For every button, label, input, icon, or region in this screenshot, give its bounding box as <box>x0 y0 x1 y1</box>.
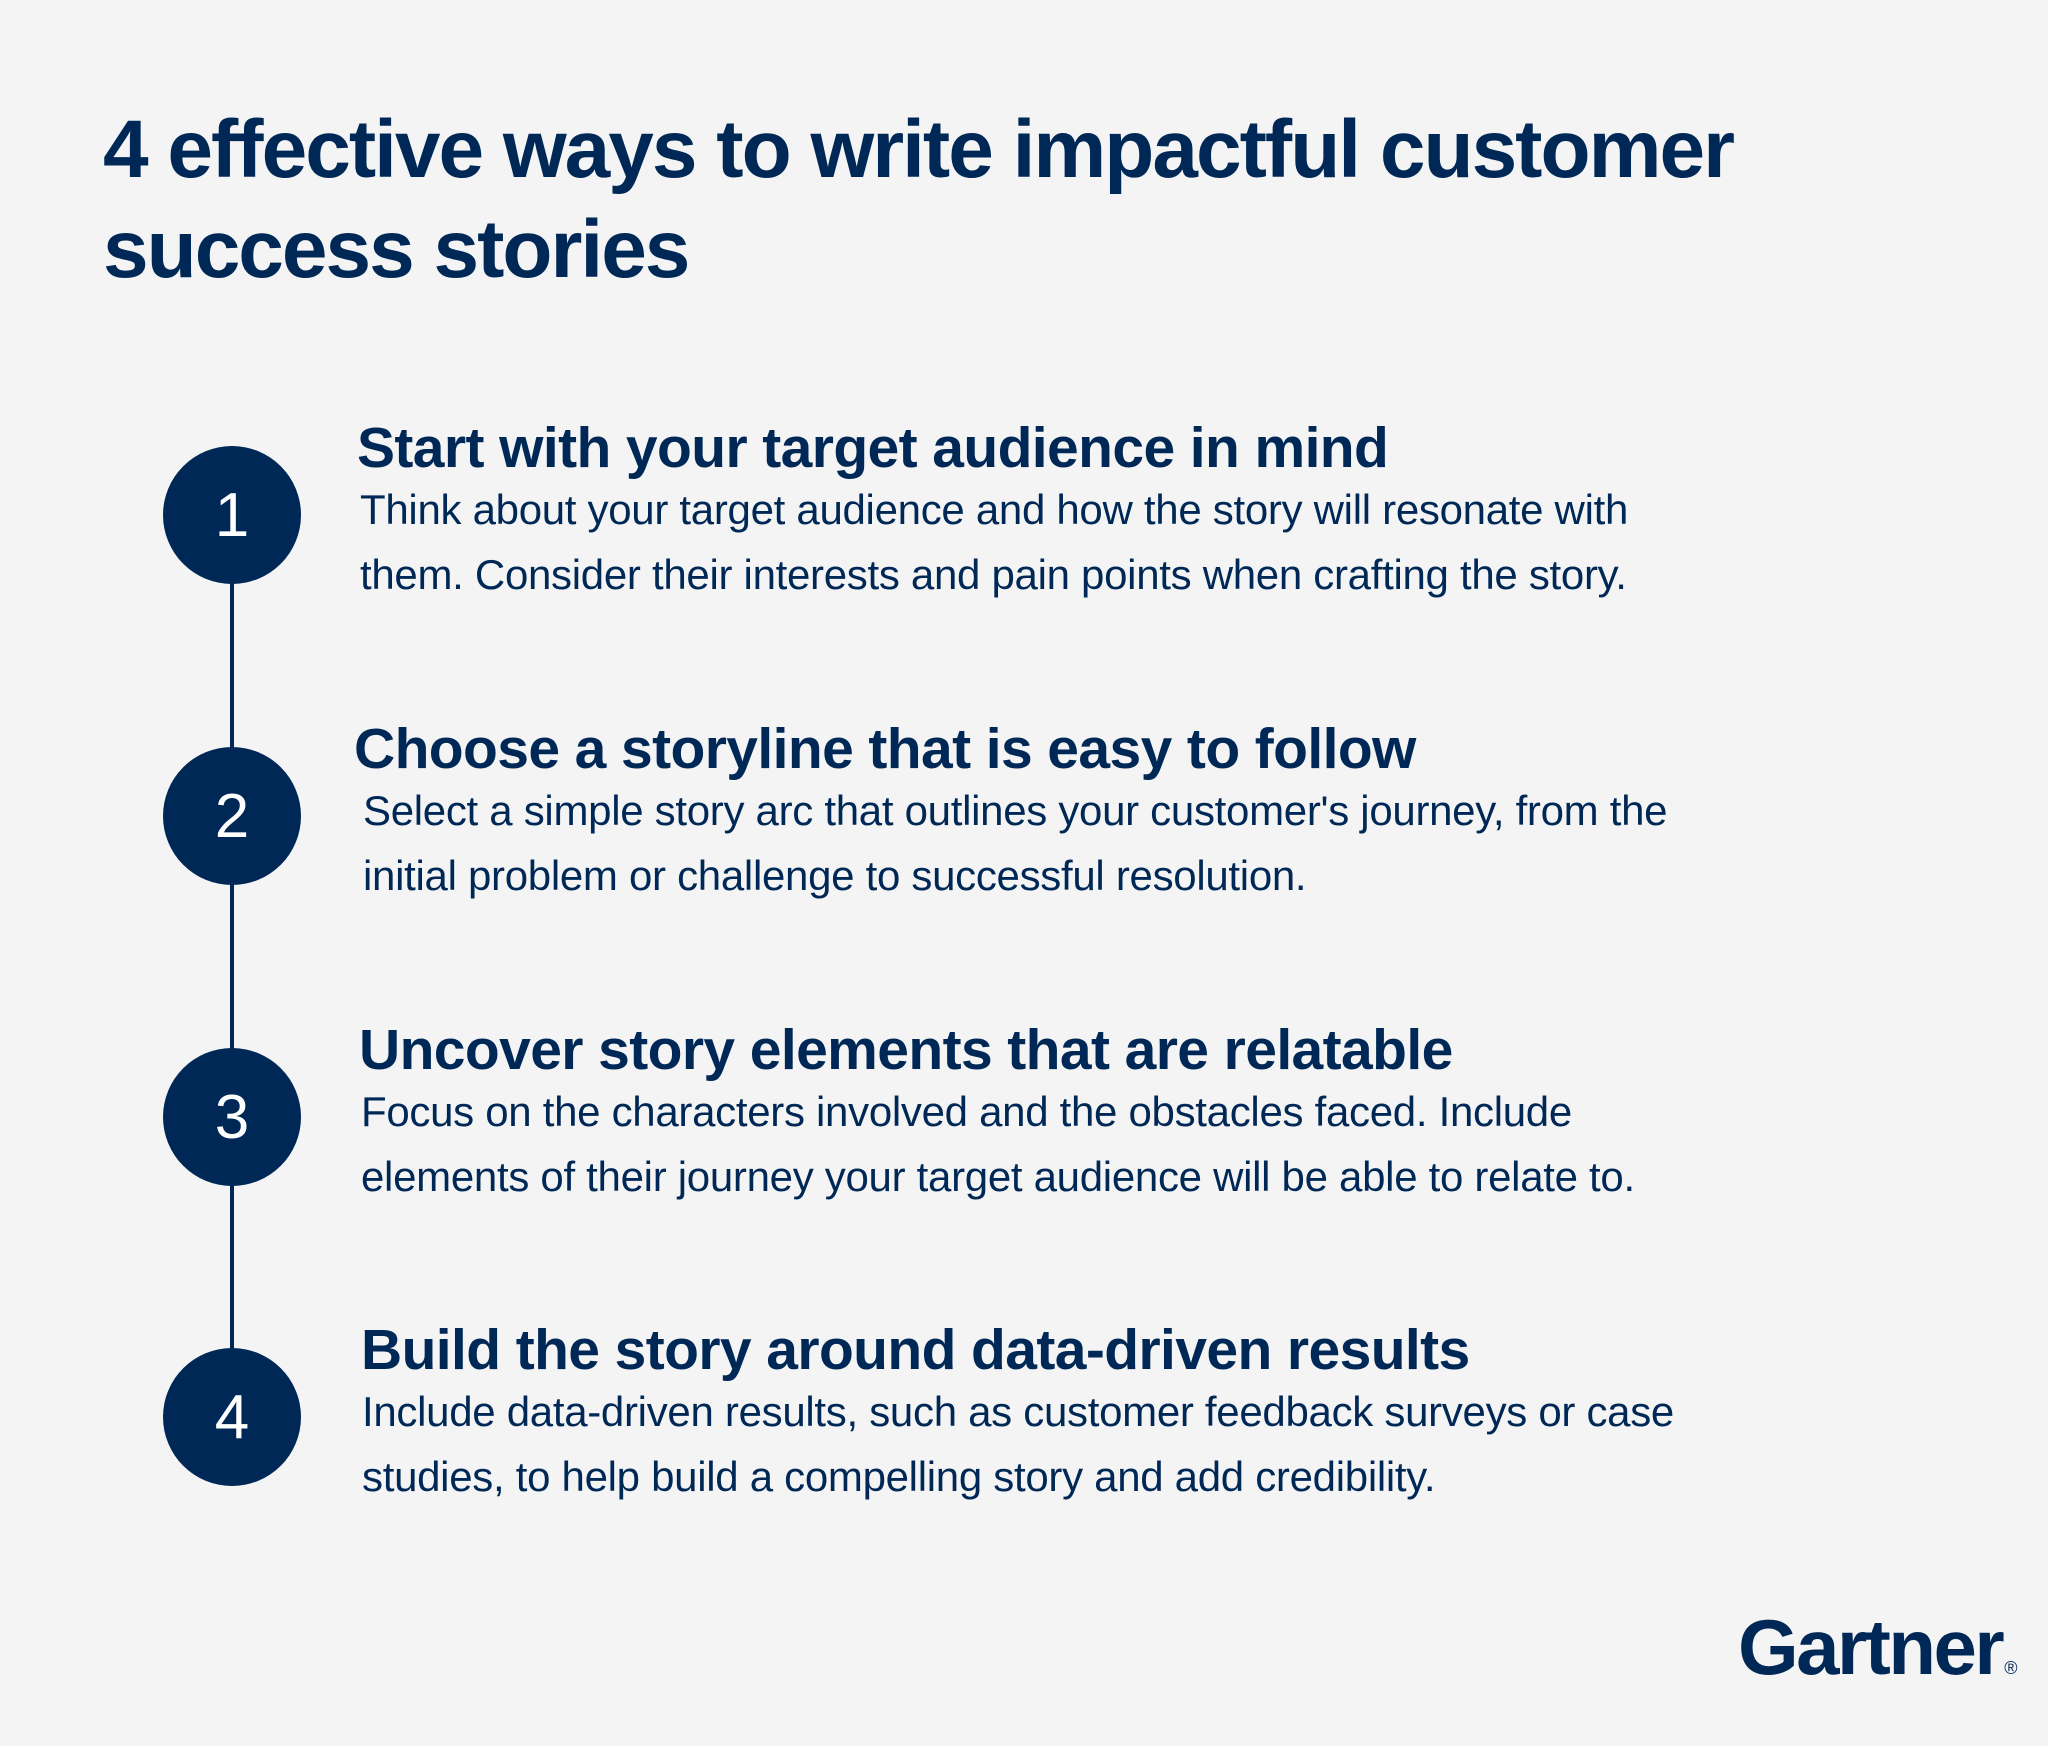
title-line-2: success stories <box>103 204 690 295</box>
step-heading: Start with your target audience in mind <box>357 416 1389 480</box>
step-number-badge: 2 <box>163 747 301 885</box>
step-number-badge: 4 <box>163 1348 301 1486</box>
step-number: 3 <box>214 1082 250 1152</box>
page-title: 4 effective ways to write impactful cust… <box>103 100 1735 300</box>
step-description: Select a simple story arc that outlines … <box>363 778 1668 908</box>
step-number: 2 <box>214 781 250 851</box>
step-number: 1 <box>214 480 250 550</box>
timeline-connector <box>230 515 234 1417</box>
step-number-badge: 1 <box>163 446 301 584</box>
step-heading: Uncover story elements that are relatabl… <box>359 1018 1453 1082</box>
step-description-line: Include data-driven results, such as cus… <box>362 1388 1674 1435</box>
registered-mark-icon: ® <box>2004 1658 2018 1678</box>
logo-wordmark: Gartner <box>1738 1603 2005 1691</box>
step-description-line: initial problem or challenge to successf… <box>363 852 1307 899</box>
step-number: 4 <box>214 1382 250 1452</box>
gartner-logo: Gartner® <box>1738 1602 2018 1713</box>
step-description: Include data-driven results, such as cus… <box>362 1379 1674 1509</box>
step-description-line: Select a simple story arc that outlines … <box>363 787 1668 834</box>
step-description-line: Think about your target audience and how… <box>360 486 1629 533</box>
step-description-line: studies, to help build a compelling stor… <box>362 1453 1436 1500</box>
step-description-line: them. Consider their interests and pain … <box>360 551 1627 598</box>
step-description: Focus on the characters involved and the… <box>361 1079 1635 1209</box>
step-description-line: elements of their journey your target au… <box>361 1153 1635 1200</box>
step-heading: Build the story around data-driven resul… <box>361 1318 1470 1382</box>
step-number-badge: 3 <box>163 1048 301 1186</box>
step-description: Think about your target audience and how… <box>360 477 1628 607</box>
step-description-line: Focus on the characters involved and the… <box>361 1088 1572 1135</box>
title-line-1: 4 effective ways to write impactful cust… <box>103 104 1735 195</box>
step-heading: Choose a storyline that is easy to follo… <box>354 717 1416 781</box>
